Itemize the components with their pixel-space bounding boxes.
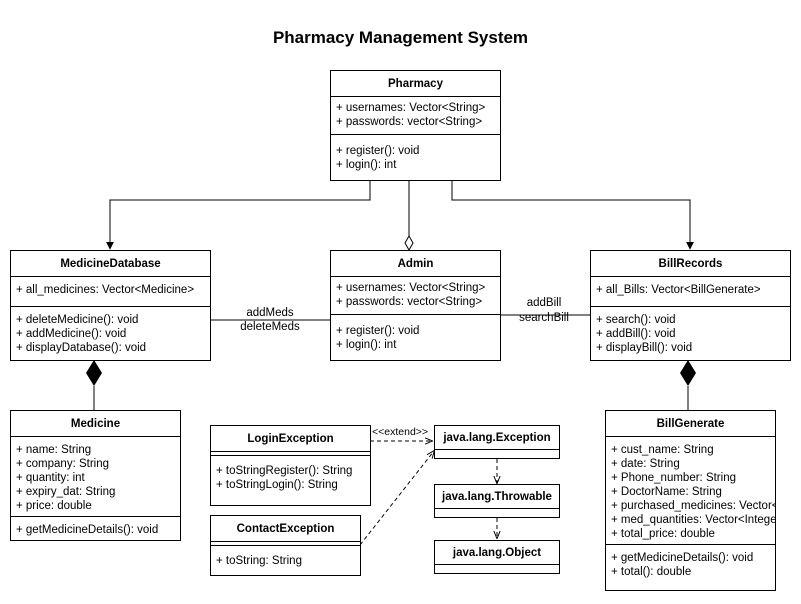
class-name: Admin: [331, 251, 500, 277]
class-login-exception[interactable]: LoginException + toStringRegister(): Str…: [210, 425, 371, 506]
class-admin[interactable]: Admin + usernames: Vector<String> + pass…: [330, 250, 501, 361]
class-java-exception[interactable]: java.lang.Exception: [434, 425, 560, 459]
attributes-section: + usernames: Vector<String> + passwords:…: [331, 277, 500, 315]
attribute: + passwords: vector<String>: [336, 116, 483, 128]
attribute: + Phone_number: String: [611, 472, 736, 484]
class-bill-generate[interactable]: BillGenerate + cust_name: String + date:…: [605, 410, 776, 591]
method: + toStringLogin(): String: [216, 479, 338, 491]
class-name: MedicineDatabase: [11, 251, 210, 277]
class-name: Pharmacy: [331, 71, 500, 97]
attributes-section: + name: String + company: String + quant…: [11, 437, 180, 517]
method: + displayBill(): void: [596, 342, 693, 354]
methods-section: + toString: String: [211, 546, 360, 572]
edge-label-add-bill: addBill: [526, 297, 562, 309]
attribute: + usernames: Vector<String>: [336, 282, 486, 294]
attribute: + price: double: [16, 500, 92, 512]
method: + toStringRegister(): String: [216, 465, 353, 477]
edge-label-delete-meds: deleteMeds: [240, 321, 300, 333]
class-contact-exception[interactable]: ContactException + toString: String: [210, 515, 361, 576]
attributes-section: + all_Bills: Vector<BillGenerate>: [591, 277, 790, 307]
attributes-section: + usernames: Vector<String> + passwords:…: [331, 97, 500, 135]
class-medicine-database[interactable]: MedicineDatabase + all_medicines: Vector…: [10, 250, 211, 361]
composition-diamond-medicine: [86, 360, 102, 386]
class-name: Medicine: [11, 411, 180, 437]
attribute: + total_price: double: [611, 528, 715, 540]
method: + search(): void: [596, 314, 676, 326]
attribute: + DoctorName: String: [611, 486, 722, 498]
method: + register(): void: [336, 145, 420, 157]
edge-label-extend: <<extend>>: [372, 426, 429, 438]
class-name: BillRecords: [591, 251, 790, 277]
class-name: java.lang.Throwable: [435, 485, 559, 509]
methods-section: + getMedicineDetails(): void + total(): …: [606, 545, 775, 583]
edge-pharmacy-bills: [451, 180, 694, 250]
method: + displayDatabase(): void: [16, 342, 147, 354]
attributes-section: [435, 509, 559, 512]
edge-contact-extend: [359, 451, 434, 546]
attributes-section: [211, 542, 360, 546]
attribute: + all_medicines: Vector<Medicine>: [16, 284, 195, 296]
attribute: + quantity: int: [16, 472, 85, 484]
method: + getMedicineDetails(): void: [16, 524, 159, 536]
aggregation-diamond: [404, 234, 414, 252]
attribute: + name: String: [16, 444, 92, 456]
methods-section: + deleteMedicine(): void + addMedicine()…: [11, 307, 210, 359]
method: + toString: String: [216, 555, 302, 567]
attribute: + usernames: Vector<String>: [336, 102, 486, 114]
attribute: + expiry_dat: String: [16, 486, 116, 498]
attribute: + purchased_medicines: Vector<Medicine>: [611, 500, 775, 512]
class-bill-records[interactable]: BillRecords + all_Bills: Vector<BillGene…: [590, 250, 791, 361]
methods-section: + search(): void + addBill(): void + dis…: [591, 307, 790, 359]
attribute: + med_quantities: Vector<Integer>: [611, 514, 776, 526]
composition-diamond-billgenerate: [680, 360, 696, 386]
class-name: ContactException: [211, 516, 360, 542]
class-java-object[interactable]: java.lang.Object: [434, 540, 560, 574]
attributes-section: [435, 450, 559, 453]
method: + login(): int: [336, 159, 397, 171]
attributes-section: + cust_name: String + date: String + Pho…: [606, 437, 775, 545]
attributes-section: + all_medicines: Vector<Medicine>: [11, 277, 210, 307]
class-name: BillGenerate: [606, 411, 775, 437]
methods-section: + register(): void + login(): int: [331, 315, 500, 356]
attributes-section: [435, 565, 559, 568]
method: + addMedicine(): void: [16, 328, 127, 340]
method: + total(): double: [611, 566, 692, 578]
class-java-throwable[interactable]: java.lang.Throwable: [434, 484, 560, 518]
edge-pharmacy-meddb: [106, 180, 371, 250]
attribute: + company: String: [16, 458, 110, 470]
method: + register(): void: [336, 325, 420, 337]
edge-label-add-meds: addMeds: [246, 307, 294, 319]
class-name: java.lang.Exception: [435, 426, 559, 450]
attribute: + passwords: vector<String>: [336, 296, 483, 308]
attributes-section: [211, 452, 370, 456]
methods-section: + toStringRegister(): String + toStringL…: [211, 456, 370, 496]
class-name: LoginException: [211, 426, 370, 452]
attribute: + cust_name: String: [611, 444, 714, 456]
class-pharmacy[interactable]: Pharmacy + usernames: Vector<String> + p…: [330, 70, 501, 181]
methods-section: + getMedicineDetails(): void: [11, 517, 180, 540]
edge-label-search-bill: searchBill: [519, 312, 569, 324]
method: + addBill(): void: [596, 328, 676, 340]
class-name: java.lang.Object: [435, 541, 559, 565]
method: + deleteMedicine(): void: [16, 314, 139, 326]
methods-section: + register(): void + login(): int: [331, 135, 500, 176]
method: + login(): int: [336, 339, 397, 351]
method: + getMedicineDetails(): void: [611, 552, 754, 564]
attribute: + all_Bills: Vector<BillGenerate>: [596, 284, 761, 296]
class-medicine[interactable]: Medicine + name: String + company: Strin…: [10, 410, 181, 541]
diagram-title: Pharmacy Management System: [272, 28, 529, 47]
attribute: + date: String: [611, 458, 680, 470]
